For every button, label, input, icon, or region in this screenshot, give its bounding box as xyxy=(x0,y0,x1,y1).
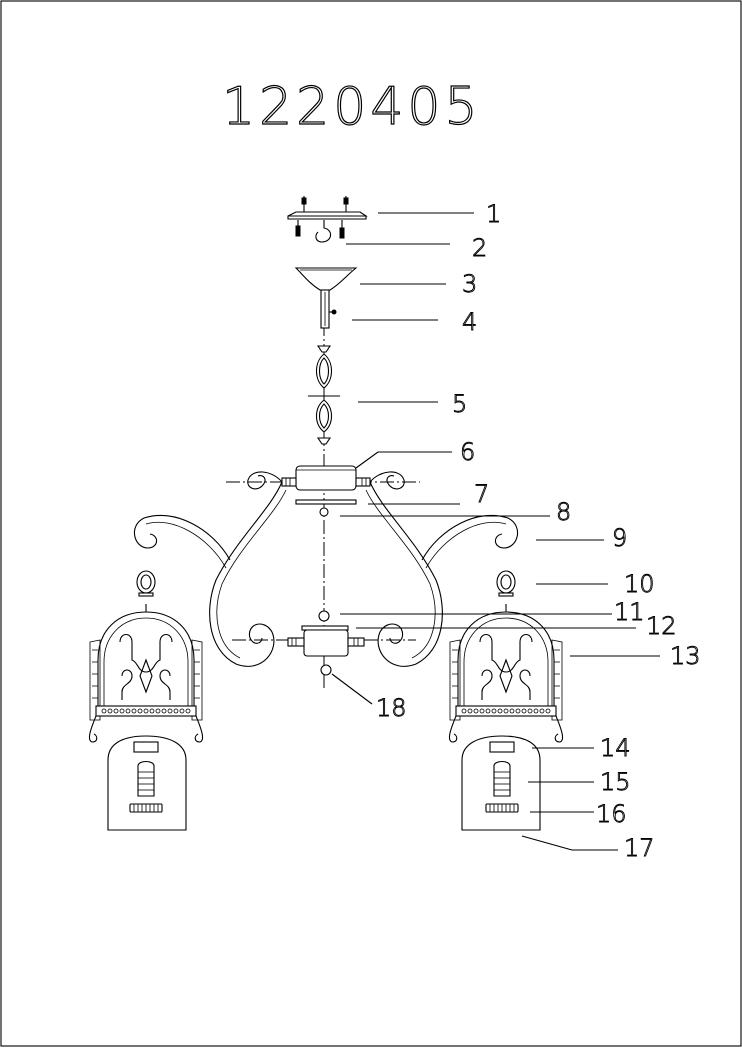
right-arm xyxy=(365,471,519,667)
callout-15: 15 xyxy=(600,768,631,796)
callout-18: 18 xyxy=(376,694,407,722)
callout-11: 11 xyxy=(614,598,645,626)
left-decorative-frame xyxy=(88,604,204,743)
callout-7: 7 xyxy=(474,480,489,508)
left-cup-ring xyxy=(136,570,156,597)
callout-2: 2 xyxy=(472,234,487,262)
right-glass-shade xyxy=(461,735,541,831)
model-number: 1220405 xyxy=(222,77,482,137)
callout-3: 3 xyxy=(462,270,477,298)
upper-nut xyxy=(319,507,329,517)
right-decorative-frame xyxy=(448,604,564,743)
upper-body-housing xyxy=(281,465,371,491)
right-cup-ring xyxy=(496,570,516,597)
left-arm xyxy=(133,471,287,667)
ceiling-hook xyxy=(315,220,332,243)
callout-5: 5 xyxy=(452,390,467,418)
lower-upper-nut xyxy=(318,610,330,622)
right-socket xyxy=(493,760,511,797)
callout-17: 17 xyxy=(624,834,655,862)
callout-10: 10 xyxy=(624,570,655,598)
callout-9: 9 xyxy=(612,524,627,552)
callout-6: 6 xyxy=(460,438,475,466)
callout-14: 14 xyxy=(600,734,631,762)
left-socket-ring xyxy=(129,803,163,813)
left-glass-shade xyxy=(107,735,187,831)
right-socket-ring xyxy=(485,803,519,813)
bottom-finial xyxy=(320,664,332,676)
callout-16: 16 xyxy=(596,800,627,828)
mounting-plate xyxy=(287,196,368,239)
chain xyxy=(308,345,340,445)
leader-lines xyxy=(331,212,660,851)
upper-plate xyxy=(295,499,357,505)
callout-1: 1 xyxy=(486,200,501,228)
callout-4: 4 xyxy=(462,308,477,336)
stem-tube xyxy=(320,289,337,329)
callout-12: 12 xyxy=(646,612,677,640)
callout-13: 13 xyxy=(670,642,701,670)
canopy xyxy=(294,267,358,291)
callout-8: 8 xyxy=(556,498,571,526)
left-socket xyxy=(137,760,155,797)
lower-body-housing xyxy=(287,625,365,657)
